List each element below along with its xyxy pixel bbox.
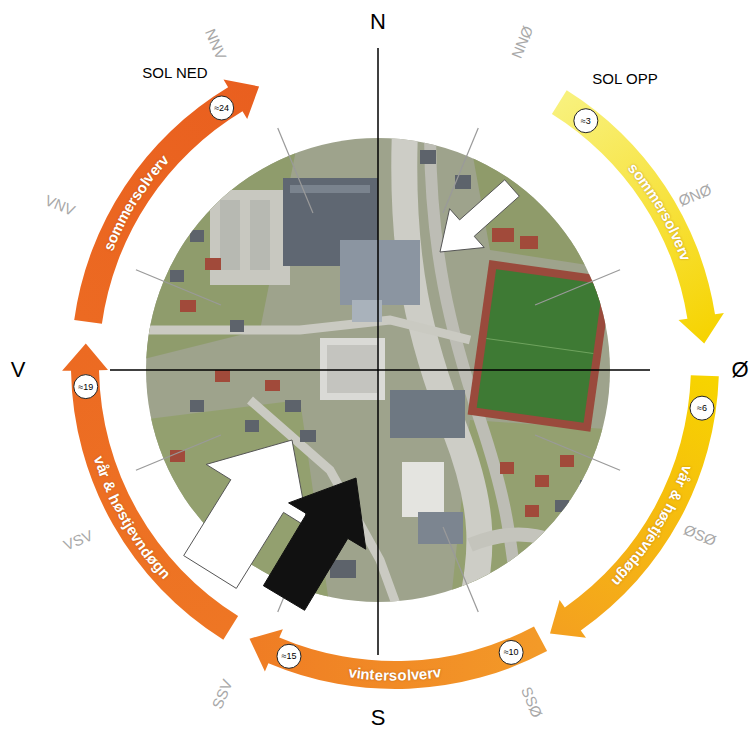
wind-arrows — [184, 180, 520, 611]
compass-cardinal: Ø — [731, 359, 748, 381]
badge-circle — [277, 644, 301, 668]
aerial-photo — [140, 130, 620, 615]
time-badge: ≈3 — [581, 116, 591, 125]
wind-arrow — [440, 180, 519, 252]
arc-letter: o — [397, 667, 407, 682]
direction-tick — [278, 128, 313, 213]
sun-path-arrow — [62, 343, 238, 639]
sun-path-arrow — [552, 90, 724, 343]
compass-cardinal: N — [370, 11, 386, 33]
badge-circle — [499, 640, 523, 664]
compass-direction: SSØ — [519, 684, 545, 719]
time-badge: ≈24 — [214, 103, 229, 112]
arc-letter: r — [383, 667, 389, 682]
direction-tick — [443, 527, 478, 612]
sun-path-arrow — [74, 80, 259, 324]
arc-label: sommersolverv — [622, 156, 697, 268]
arc-label: sommersolverv — [97, 148, 175, 259]
compass-cardinal: S — [371, 707, 386, 729]
arc-label: vintersolverv — [341, 660, 450, 687]
arc-letter: & — [667, 488, 685, 504]
compass-direction: ØNØ — [676, 182, 713, 209]
badge-circle — [574, 109, 598, 133]
direction-tick — [443, 128, 478, 213]
badge-circle — [690, 396, 714, 420]
badge-circle — [74, 375, 98, 399]
sunrise-label: SOL OPP — [592, 71, 657, 86]
time-badge: ≈15 — [281, 652, 296, 661]
compass-direction: VSV — [61, 527, 94, 552]
compass-cardinal: V — [11, 359, 26, 381]
time-badge: ≈19 — [78, 382, 93, 391]
arc-letter: v — [432, 664, 442, 680]
compass-direction: NNØ — [509, 24, 536, 61]
arc-letter: v — [410, 667, 419, 683]
sunset-label: SOL NED — [142, 65, 207, 80]
arc-label: vår & høstjevndøgn — [88, 448, 177, 585]
sun-path-arrow — [250, 626, 548, 689]
arc-letter: s — [389, 667, 397, 682]
arc-letter: & — [101, 478, 119, 494]
time-badge: ≈6 — [697, 404, 707, 413]
arc-letter: e — [375, 667, 384, 682]
compass-direction: SSV — [209, 677, 234, 710]
badge-circle — [210, 96, 234, 120]
direction-tick — [535, 270, 620, 305]
direction-tick — [136, 270, 221, 305]
direction-tick — [535, 435, 620, 470]
compass-direction: VNV — [43, 192, 77, 218]
sun-path-arcs — [62, 80, 724, 689]
time-badge: ≈10 — [504, 648, 519, 657]
sun-path-arrow — [550, 375, 719, 638]
wind-arrow — [263, 478, 365, 610]
arc-letter: n — [360, 666, 371, 682]
compass-direction: NNV — [203, 26, 229, 61]
time-badges — [74, 96, 714, 668]
compass-direction: ØSØ — [682, 522, 719, 549]
